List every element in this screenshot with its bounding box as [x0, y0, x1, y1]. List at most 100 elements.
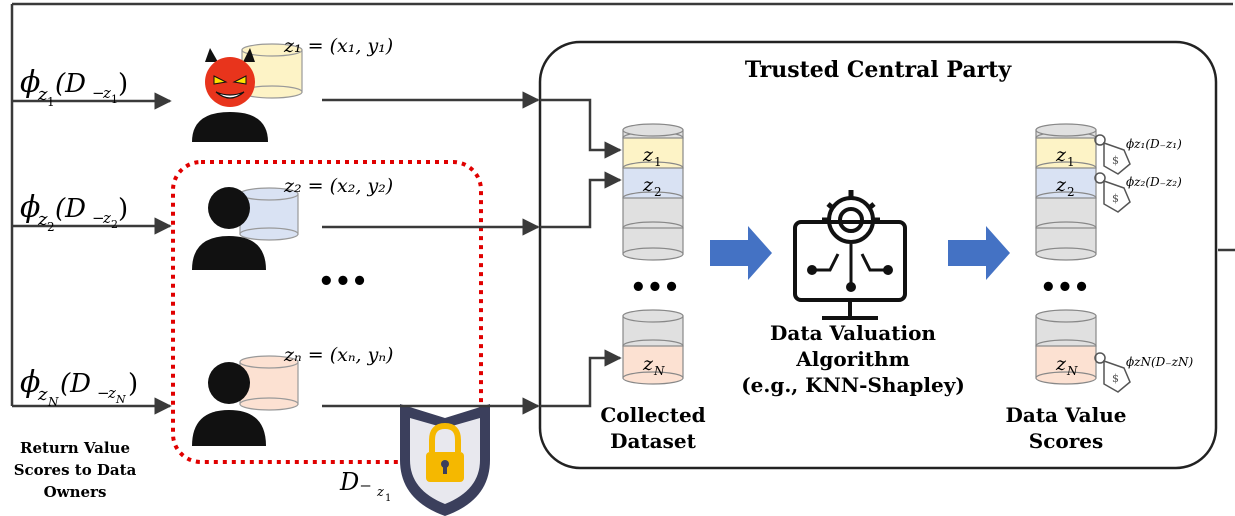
- price-tag: $ ϕz₁(D₋z₁): [1094, 134, 1182, 175]
- owner-sample-label: z₁ = (x₁, y₁): [283, 35, 393, 57]
- dataset-cell-label: z: [642, 174, 654, 196]
- owner-sample-label: z₂ = (x₂, y₂): [283, 175, 393, 197]
- returned-score-arrows: [12, 92, 172, 415]
- dataset-cell-label: z: [642, 353, 654, 375]
- panel-title: Trusted Central Party: [745, 57, 1012, 83]
- svg-text:Collected: Collected: [600, 403, 705, 427]
- block-arrow-icon: [948, 226, 1010, 280]
- svg-text:−: −: [92, 84, 105, 102]
- owner-honest-2: z₂ = (x₂, y₂): [192, 175, 393, 270]
- svg-text:2: 2: [111, 218, 118, 231]
- devil-icon: [192, 48, 268, 142]
- svg-text:z: z: [37, 384, 48, 405]
- owner-honest-n: zₙ = (xₙ, yₙ): [192, 344, 393, 446]
- dataset-cell-subscript: 2: [654, 185, 662, 199]
- block-arrow-icon: [710, 226, 772, 280]
- collected-label: Collected Dataset: [600, 403, 705, 453]
- svg-text:): ): [128, 369, 138, 399]
- svg-text:N: N: [47, 395, 59, 409]
- phi-label-1: ϕ z 1 (D − z 1 ): [20, 65, 128, 109]
- svg-text:(D: (D: [60, 369, 91, 399]
- price-tag-icon: $ ϕz₁(D₋z₁) $ ϕz₂(D₋z₂) $ ϕzN(D₋zN): [1094, 134, 1193, 393]
- svg-text:Algorithm: Algorithm: [795, 347, 910, 371]
- owner-malicious: z₁ = (x₁, y₁): [192, 35, 393, 142]
- shield-lock-icon: [400, 404, 490, 516]
- dataset-cell-label: z: [1055, 353, 1067, 375]
- svg-text:(D: (D: [55, 69, 86, 99]
- price-tag: $ ϕzN(D₋zN): [1094, 352, 1193, 393]
- svg-text:N: N: [115, 393, 126, 406]
- person-icon: [192, 187, 266, 270]
- svg-text:z: z: [37, 209, 48, 230]
- owner-sample-label: zₙ = (xₙ, yₙ): [283, 344, 393, 366]
- svg-text:z: z: [376, 485, 384, 500]
- dataset-cell-subscript: 1: [1067, 155, 1075, 169]
- algorithm-label: Data Valuation Algorithm (e.g., KNN-Shap…: [741, 321, 965, 397]
- price-tag-label: ϕzN(D₋zN): [1126, 355, 1193, 369]
- dataset-cell-subscript: N: [653, 364, 665, 378]
- scores-label: Data Value Scores: [1006, 403, 1127, 453]
- dataset-cell: [622, 227, 684, 261]
- trusted-central-party-panel: [538, 40, 1218, 470]
- collected-ellipsis: •••: [630, 273, 680, 303]
- honest-owners-region: [171, 160, 483, 464]
- submit-arrows: [322, 91, 622, 415]
- dataset-cell-subscript: N: [1066, 364, 1078, 378]
- return-label: Return Value Scores to Data Owners: [14, 439, 137, 501]
- svg-text:1: 1: [111, 93, 118, 106]
- dataset-cell-label: z: [1055, 144, 1067, 166]
- svg-text:Scores to Data: Scores to Data: [14, 461, 137, 479]
- svg-text:−: −: [97, 384, 110, 402]
- svg-text:2: 2: [47, 220, 55, 234]
- svg-text:ϕ: ϕ: [20, 65, 40, 100]
- svg-text:(D: (D: [55, 194, 86, 224]
- owner-ellipsis: •••: [318, 267, 368, 297]
- price-tag-symbol: $: [1112, 154, 1119, 167]
- dataset-cell-label: z: [1055, 174, 1067, 196]
- phi-label-2: ϕ z 2 (D − z 2 ): [20, 190, 128, 234]
- svg-text:z: z: [107, 384, 116, 402]
- dataset-cell-subscript: 1: [654, 155, 662, 169]
- svg-text:Data Valuation: Data Valuation: [770, 321, 936, 345]
- price-tag-label: ϕz₁(D₋z₁): [1126, 137, 1182, 151]
- svg-text:Scores: Scores: [1029, 429, 1103, 453]
- scores-ellipsis: •••: [1040, 273, 1090, 303]
- svg-text:D₋: D₋: [339, 468, 372, 496]
- price-tag-label: ϕz₂(D₋z₂): [1126, 175, 1182, 189]
- svg-text:(e.g., KNN-Shapley): (e.g., KNN-Shapley): [741, 373, 965, 397]
- svg-text:z: z: [37, 84, 48, 105]
- svg-text:z: z: [102, 209, 111, 227]
- svg-text:ϕ: ϕ: [20, 190, 40, 225]
- svg-text:Return Value: Return Value: [20, 439, 130, 457]
- d-minus-z1-label: D₋ z 1: [339, 468, 391, 504]
- svg-text:Owners: Owners: [44, 483, 107, 501]
- phi-label-n: ϕ z N (D − z N ): [20, 365, 138, 409]
- database-icon: [239, 187, 299, 241]
- svg-text:): ): [118, 69, 128, 99]
- dataset-cell: [1035, 227, 1097, 261]
- price-tag: $ ϕz₂(D₋z₂): [1094, 172, 1182, 213]
- svg-text:ϕ: ϕ: [20, 365, 40, 400]
- svg-text:Data Value: Data Value: [1006, 403, 1127, 427]
- person-icon: [192, 362, 266, 446]
- dataset-cell-label: z: [642, 144, 654, 166]
- svg-text:−: −: [92, 209, 105, 227]
- svg-text:1: 1: [47, 95, 55, 109]
- price-tag-symbol: $: [1112, 372, 1119, 385]
- svg-text:z: z: [102, 84, 111, 102]
- svg-text:Dataset: Dataset: [610, 429, 696, 453]
- svg-text:): ): [118, 194, 128, 224]
- dataset-cell-subscript: 2: [1067, 185, 1075, 199]
- svg-text:1: 1: [385, 493, 391, 504]
- computer-gear-icon: [793, 190, 907, 320]
- price-tag-symbol: $: [1112, 192, 1119, 205]
- dataset-cell: [1035, 309, 1097, 353]
- return-path-lines: [10, 2, 1235, 406]
